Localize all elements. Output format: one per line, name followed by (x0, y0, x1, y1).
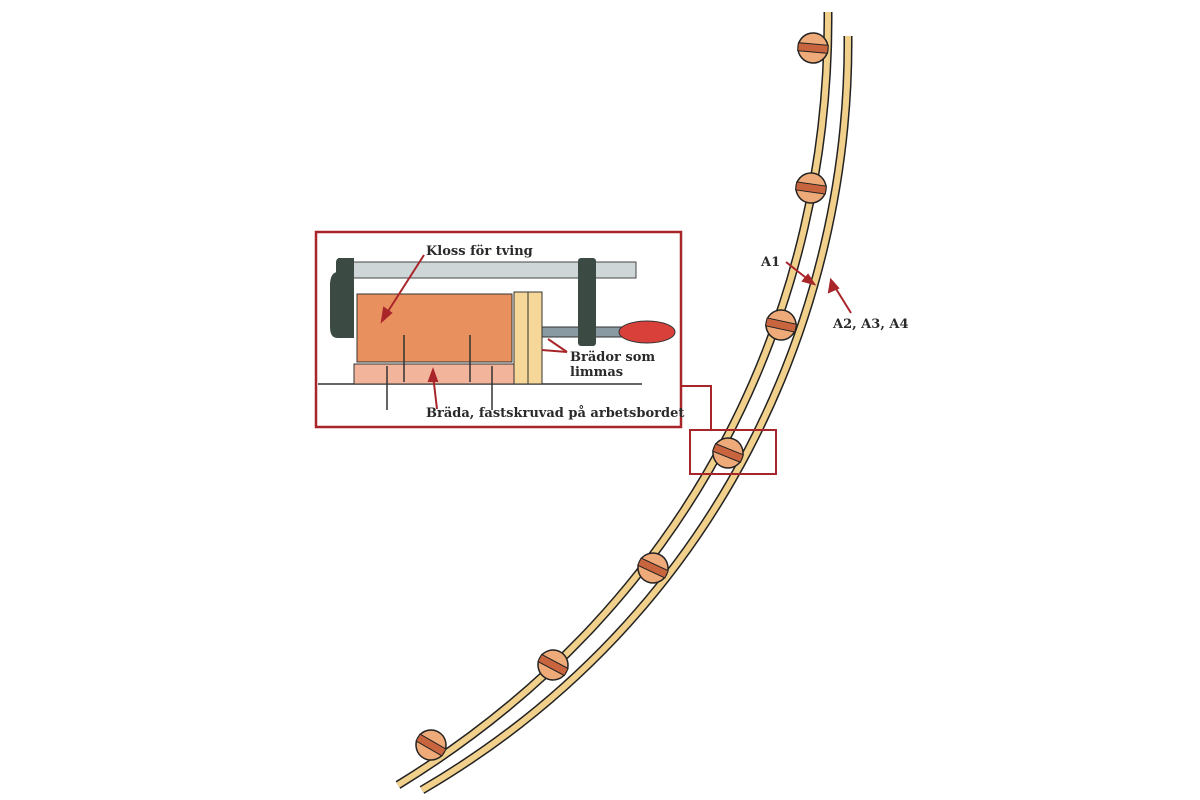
peg (795, 172, 827, 204)
peg (797, 32, 829, 64)
peg (415, 729, 447, 761)
strip-a1 (395, 11, 833, 789)
strip-a2-a4 (419, 35, 853, 794)
peg (637, 552, 669, 584)
label-boards-line2: limmas (570, 365, 623, 380)
a1-arrow (785, 261, 817, 286)
clamp-detail-inset: Kloss för tving Brädor som limmas Bräda,… (314, 230, 684, 429)
label-clamp-block: Kloss för tving (426, 244, 533, 259)
peg (537, 649, 569, 681)
peg (711, 437, 745, 469)
peg (764, 309, 798, 341)
callout-connector (681, 385, 712, 430)
label-base-board: Bräda, fastskruvad på arbetsbordet (426, 405, 684, 421)
label-boards-line1: Brädor som (570, 350, 655, 365)
label-a1: A1 (760, 255, 780, 270)
label-a2-a3-a4: A2, A3, A4 (832, 317, 909, 332)
detail-marker-box (689, 429, 777, 475)
a2-arrow (827, 277, 852, 314)
